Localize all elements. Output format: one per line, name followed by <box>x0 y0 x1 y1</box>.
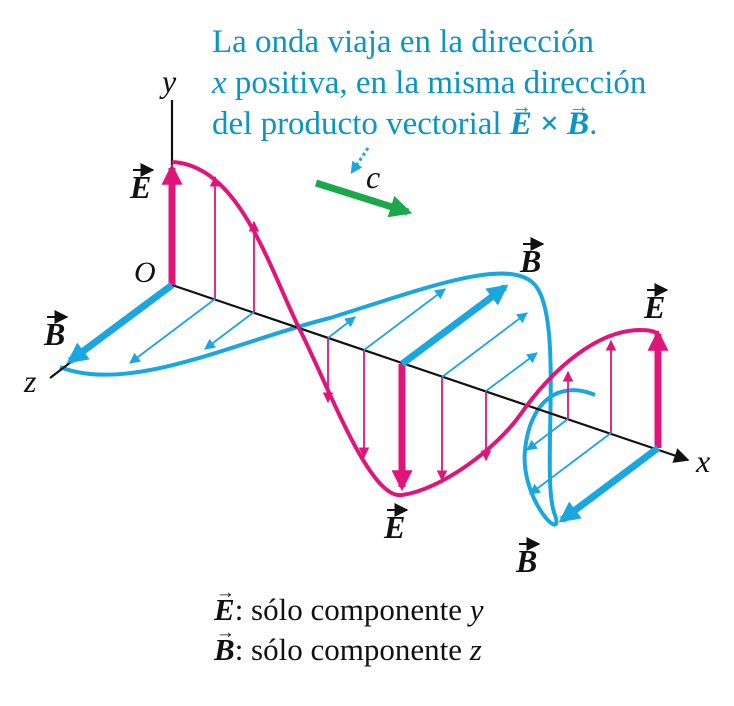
speed-label: c <box>366 159 380 195</box>
x-axis-label: x <box>695 443 710 479</box>
e-label-bottom: E <box>383 503 409 545</box>
magnetic-field-vectors <box>129 288 612 495</box>
svg-text:B: B <box>519 243 541 279</box>
legend-e-row: →E: sólo componente y <box>214 582 484 627</box>
b-label-top: B <box>519 237 545 279</box>
e-label-right: E <box>643 283 669 325</box>
caption-line-3: del producto vectorial →E × →B. <box>212 95 598 142</box>
svg-text:B: B <box>515 543 537 579</box>
z-axis-label: z <box>23 363 37 399</box>
caption-line-1: La onda viaja en la dirección <box>212 24 595 60</box>
b-label-bottom: B <box>515 537 541 579</box>
caption-pointer <box>350 147 370 174</box>
origin-label: O <box>134 256 156 289</box>
caption-line-2: x positiva, en la misma dirección <box>212 65 647 101</box>
electric-field-vectors <box>209 175 617 482</box>
e-label-origin: E <box>129 163 155 205</box>
legend-b-row: →B: sólo componente z <box>214 622 482 667</box>
y-axis-label: y <box>159 63 177 99</box>
b-label-origin: B <box>43 310 69 352</box>
electric-wave-curve <box>171 160 660 498</box>
magnetic-wave-curve <box>59 271 596 527</box>
component-legend: →E: sólo componente y →B: sólo component… <box>214 582 484 670</box>
magnetic-bold-vectors <box>66 282 661 523</box>
svg-text:E: E <box>129 169 151 205</box>
svg-text:E: E <box>643 289 665 325</box>
x-axis <box>171 283 690 463</box>
svg-text:E: E <box>383 509 405 545</box>
electric-bold-vectors <box>161 163 669 492</box>
propagation-arrow <box>314 179 413 218</box>
diagram-caption: La onda viaja en la dirección x positiva… <box>212 22 722 145</box>
svg-text:B: B <box>43 316 65 352</box>
